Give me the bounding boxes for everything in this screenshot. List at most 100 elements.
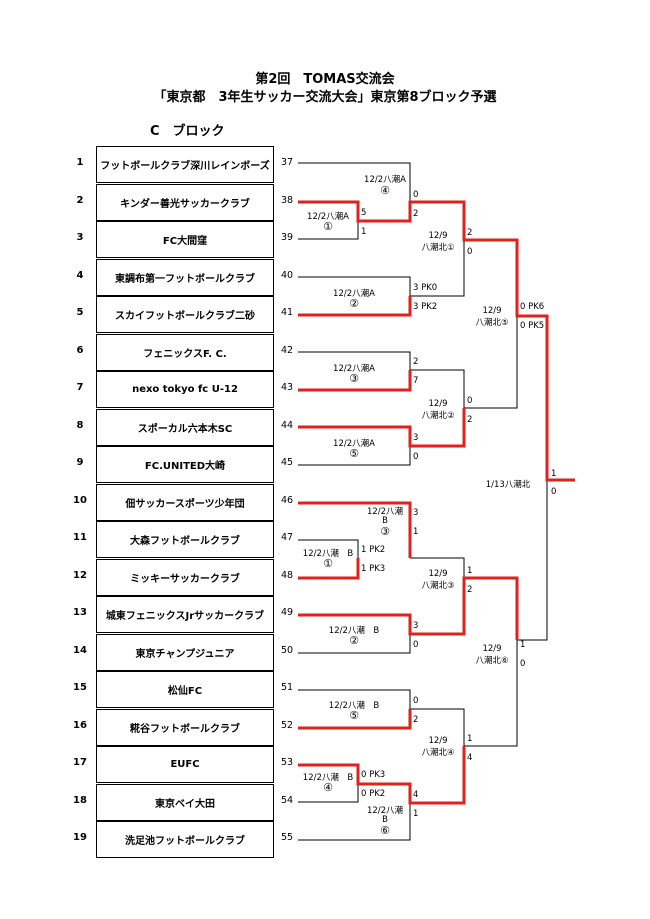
match-a4-score-top: 0 [413,190,419,200]
team-name: キンダー善光サッカークラブ [96,183,274,221]
team-number: 7 [76,382,84,393]
team-name: ミッキーサッカークラブ [96,558,274,596]
match-b3-court: B [382,516,388,526]
match-b3-date: 12/2八潮 [366,507,404,517]
match-a1-score-bottom: 1 [361,227,367,237]
team-seed: 45 [281,457,294,468]
tournament-title: 第2回 TOMAS交流会 [255,72,395,87]
final-date-venue: 1/13八潮北 [485,480,531,490]
team-name: EUFC [96,746,274,783]
team-seed: 51 [281,682,294,693]
match-b1-score-bottom: 1 PK3 [361,564,386,574]
team-name: 東京チャンプジュニア [96,633,274,671]
match-a5-number: ⑤ [349,447,359,460]
match-b3-score-top: 3 [413,508,419,518]
team-seed: 44 [281,419,294,431]
match-a2-score-top: 3 PK0 [413,283,438,293]
team-number: 9 [76,457,84,468]
team-number: 16 [73,719,87,731]
semi5-score-top: 0 PK6 [520,302,545,312]
match-b6-court: B [382,815,388,825]
team-seed: 42 [281,344,294,356]
match-a5-date: 12/2八潮A [333,439,375,449]
match-a4-date: 12/2八潮A [364,175,406,185]
team-seed: 52 [281,719,294,731]
match-b2-date: 12/2八潮 B [328,626,380,636]
team-name: フットボールクラブ深川レインボーズ [96,146,274,183]
semi6-date: 12/9 [482,644,502,654]
final-score-bottom: 0 [551,487,557,497]
team-name: 洗足池フットボールクラブ [96,821,274,858]
match-b3-number: ③ [380,525,390,538]
quarter1-date: 12/9 [428,231,448,241]
match-a5-score-bottom: 0 [413,452,419,462]
team-seed: 47 [281,532,294,543]
team-seed: 53 [281,757,294,768]
match-b2-score-bottom: 0 [413,640,419,650]
team-number: 1 [76,157,84,168]
team-seed: 37 [281,157,294,168]
quarter1-score-bottom: 0 [467,247,473,257]
team-number: 15 [73,682,87,693]
team-seed: 39 [281,232,294,243]
team-name: スカイフットボールクラブ二砂 [96,296,274,333]
match-a1-date: 12/2八潮A [307,212,349,222]
match-b4-date: 12/2八潮 B [302,773,354,783]
team-number: 13 [73,607,87,618]
team-number: 5 [76,307,84,318]
team-number: 3 [76,232,84,243]
match-a2-date: 12/2八潮A [333,289,375,299]
quarter3-date: 12/9 [428,569,448,579]
match-b1-score-top: 1 PK2 [361,545,386,555]
team-name: FC大間窪 [96,221,274,258]
team-seed: 38 [281,194,294,206]
match-b5-score-top: 0 [413,696,419,706]
match-b4-score-bottom: 0 PK2 [361,789,386,799]
team-number: 8 [76,419,84,431]
match-b5-number: ⑤ [349,709,359,722]
team-name: nexo tokyo fc U-12 [96,371,274,408]
quarter4-score-bottom: 4 [467,753,473,763]
match-b1-number: ① [323,557,333,570]
team-number: 4 [76,269,84,281]
match-a2-number: ② [349,297,359,310]
semi5-score-bottom: 0 PK5 [520,321,545,331]
semi6-score-top: 1 [520,640,526,650]
team-seed: 55 [281,832,294,843]
team-name: 松仙FC [96,671,274,708]
team-name: スポーカル六本木SC [96,408,274,446]
match-a3-score-top: 2 [413,357,419,367]
quarter4-score-top: 1 [467,734,473,744]
team-name: 糀谷フットボールクラブ [96,708,274,746]
team-name: FC.UNITED大崎 [96,446,274,483]
match-a4-score-bottom: 2 [413,209,419,219]
team-number: 6 [76,344,84,356]
team-name: 東京ベイ大田 [96,783,274,821]
match-b6-date: 12/2八潮 [366,806,404,816]
quarter4-venue: 八潮北④ [421,748,455,758]
team-seed: 46 [281,494,294,506]
match-a1-number: ① [323,220,333,233]
quarter2-score-top: 0 [467,396,473,406]
team-name: 大森フットボールクラブ [96,521,274,558]
match-b2-score-top: 3 [413,621,419,631]
team-seed: 41 [281,307,294,318]
match-a1-score-top: 5 [361,208,367,218]
team-seed: 43 [281,382,294,393]
semi6-venue: 八潮北⑥ [475,656,509,666]
team-seed: 49 [281,607,294,618]
quarter3-score-top: 1 [467,566,473,576]
match-b6-number: ⑥ [380,824,390,837]
match-a2-score-bottom: 3 PK2 [413,302,438,312]
block-label: C ブロック [150,124,225,139]
team-seed: 40 [281,269,294,281]
match-b6-score-top: 4 [413,790,419,800]
tournament-subtitle: 「東京都 3年生サッカー交流大会」東京第8ブロック予選 [153,90,497,105]
match-a4-number: ④ [380,184,390,197]
match-b4-number: ④ [323,781,333,794]
final-score-top: 1 [551,469,557,479]
team-seed: 48 [281,569,294,581]
team-seed: 54 [281,794,294,806]
quarter3-venue: 八潮北③ [421,581,455,591]
match-b2-number: ② [349,634,359,647]
